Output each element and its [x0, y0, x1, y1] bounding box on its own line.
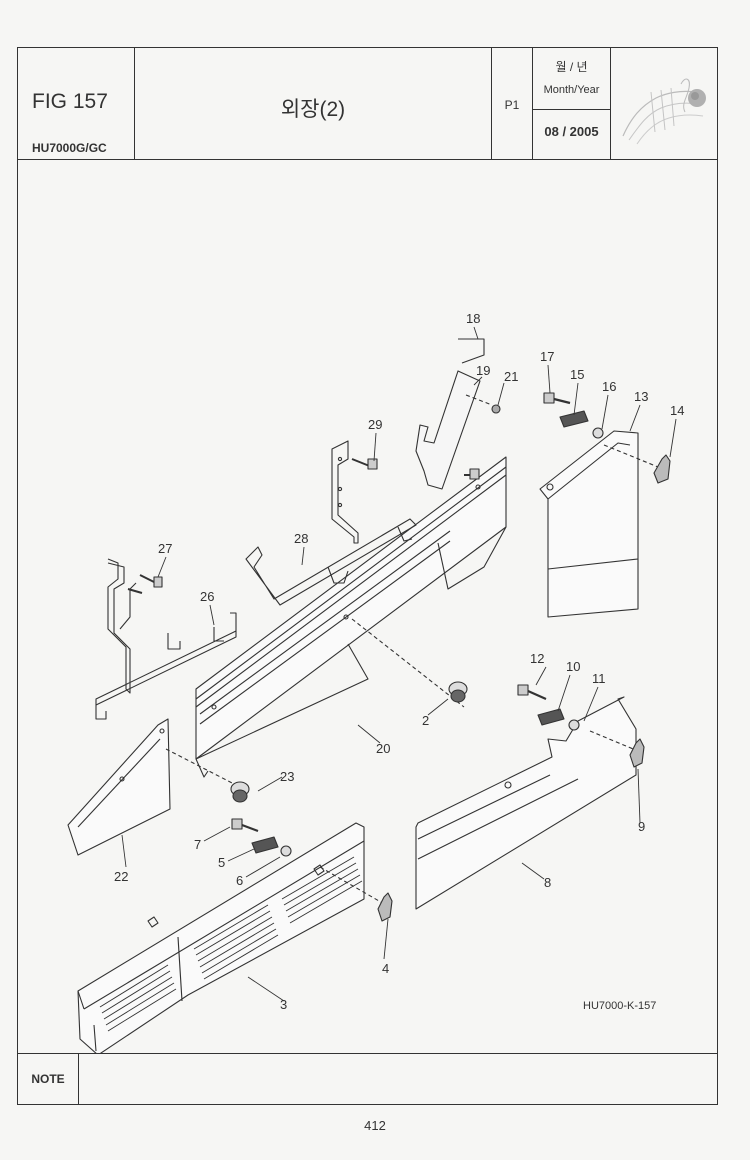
part-10-plate [537, 708, 565, 726]
leader-lines [121, 326, 677, 1002]
fig-number: FIG 157 [32, 90, 108, 113]
part-4-clip [377, 892, 393, 922]
part-23-knob [230, 781, 250, 803]
note-row: NOTE [18, 1053, 717, 1105]
date-label-korean: 월 / 년 [555, 60, 588, 74]
callout-12: 12 [530, 651, 544, 666]
date-divider [533, 109, 610, 110]
part-27-support-arm [107, 558, 137, 694]
part-5-plate [251, 836, 279, 854]
callout-9: 9 [638, 819, 645, 834]
callout-22: 22 [114, 869, 128, 884]
part-17-bolt [543, 392, 571, 405]
part-3-grille-panel [77, 822, 387, 1056]
drawing-code: HU7000-K-157 [583, 1000, 656, 1012]
callout-26: 26 [200, 589, 214, 604]
part-21-nut [491, 404, 501, 414]
part-15-plate [559, 410, 589, 428]
part-29-vertical-bracket [331, 440, 359, 544]
sheet-header: FIG 157 HU7000G/GC 외장(2) P1 월 / 년 Month/… [18, 48, 717, 160]
part-2-knob [448, 681, 468, 703]
part-16-washer [592, 427, 604, 439]
date-value: 08 / 2005 [544, 124, 599, 139]
part-11-washer [568, 719, 580, 731]
page-code-cell: P1 [492, 48, 533, 159]
part-12-bolt [517, 684, 547, 701]
callout-21: 21 [504, 369, 518, 384]
callout-6: 6 [236, 873, 243, 888]
part-22-front-panel [67, 718, 237, 856]
callout-18: 18 [466, 311, 480, 326]
part-14-clip [653, 454, 671, 484]
date-cell: 월 / 년 Month/Year 08 / 2005 [533, 48, 611, 159]
part-8-skirt-panel [415, 696, 639, 910]
page-title: 외장(2) [280, 98, 346, 121]
part-28-bracket [245, 518, 417, 606]
title-cell: 외장(2) [135, 48, 492, 159]
company-logo-image [622, 78, 706, 145]
callout-labels: 18 19 21 17 15 16 13 14 29 27 26 28 2 20… [114, 311, 684, 1012]
callout-20: 20 [376, 741, 390, 756]
page-code: P1 [504, 98, 520, 112]
callout-27: 27 [158, 541, 172, 556]
part-19-bolt [464, 394, 493, 480]
note-label: NOTE [18, 1054, 79, 1105]
parts-diagram: 18 19 21 17 15 16 13 14 29 27 26 28 2 20… [67, 311, 684, 1056]
model-number: HU7000G/GC [32, 141, 107, 155]
part-18-bracket [415, 338, 485, 490]
callout-14: 14 [670, 403, 684, 418]
part-26-bracket [95, 612, 237, 720]
callout-16: 16 [602, 379, 616, 394]
date-label-english: Month/Year [543, 84, 600, 96]
logo-cell [611, 48, 717, 159]
callout-29: 29 [368, 417, 382, 432]
part-27-bolt [127, 574, 163, 594]
callout-17: 17 [540, 349, 554, 364]
callout-7: 7 [194, 837, 201, 852]
parts-sheet: FIG 157 HU7000G/GC 외장(2) P1 월 / 년 Month/… [17, 47, 718, 1105]
callout-5: 5 [218, 855, 225, 870]
fig-cell: FIG 157 HU7000G/GC [18, 48, 135, 159]
callout-4: 4 [382, 961, 389, 976]
callout-10: 10 [566, 659, 580, 674]
callout-13: 13 [634, 389, 648, 404]
exploded-view-drawing: 18 19 21 17 15 16 13 14 29 27 26 28 2 20… [18, 159, 717, 1056]
part-13-rear-panel [539, 430, 669, 618]
callout-11: 11 [592, 671, 606, 686]
callout-15: 15 [570, 367, 584, 382]
part-7-bolt [231, 818, 259, 833]
part-29-bolt [351, 458, 378, 470]
callout-23: 23 [280, 769, 294, 784]
part-9-clip [629, 738, 645, 768]
part-6-washer [280, 845, 292, 857]
callout-2: 2 [422, 713, 429, 728]
callout-3: 3 [280, 997, 287, 1012]
callout-8: 8 [544, 875, 551, 890]
page-number: 412 [364, 1118, 386, 1133]
callout-28: 28 [294, 531, 308, 546]
part-20-side-panel [195, 456, 507, 778]
callout-19: 19 [476, 363, 490, 378]
